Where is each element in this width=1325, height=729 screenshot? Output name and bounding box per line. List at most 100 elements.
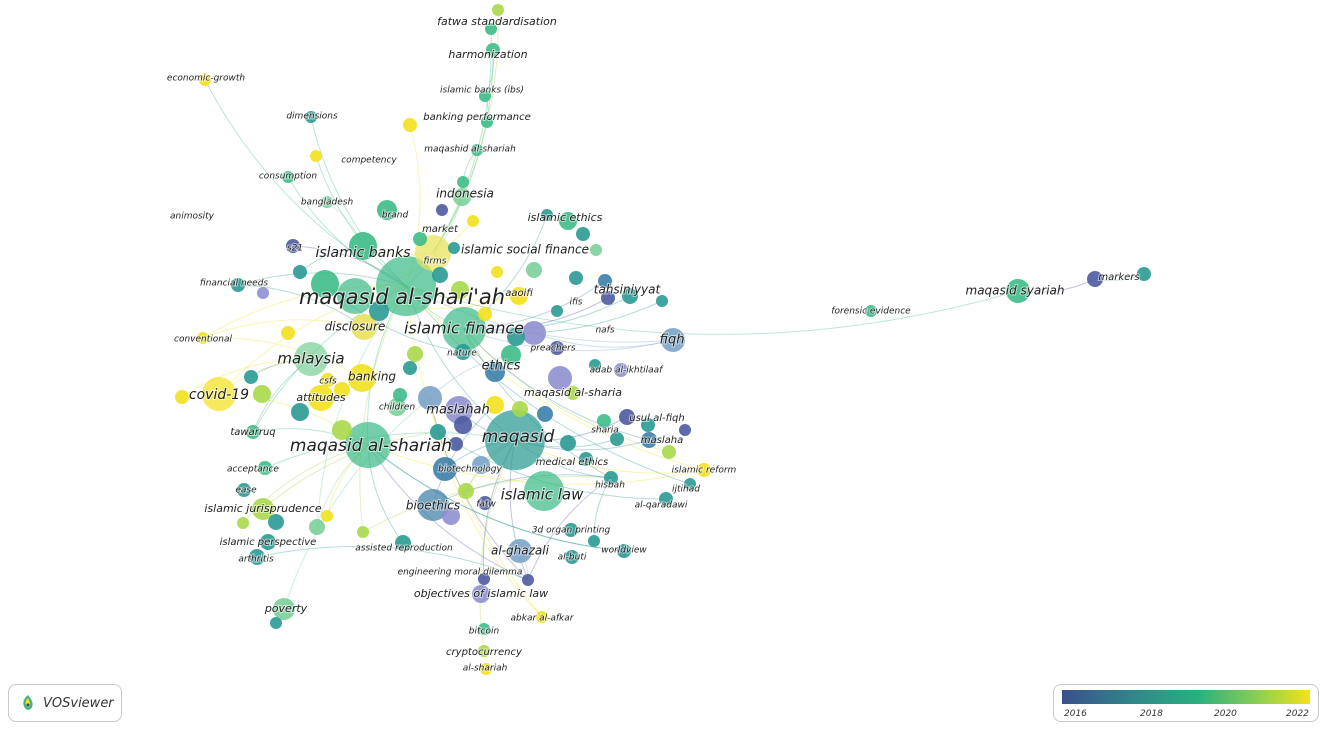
keyword-node[interactable]: [454, 416, 472, 434]
keyword-node[interactable]: [1137, 267, 1151, 281]
keyword-label[interactable]: 3d organ printing: [531, 525, 612, 537]
keyword-label[interactable]: ease: [234, 485, 258, 497]
keyword-label[interactable]: preachers: [528, 343, 576, 355]
keyword-label[interactable]: al-ghazali: [490, 543, 551, 559]
keyword-node[interactable]: [407, 346, 423, 362]
keyword-node[interactable]: [199, 74, 211, 86]
keyword-label[interactable]: biotechnology: [437, 464, 503, 476]
keyword-node[interactable]: [249, 549, 265, 565]
keyword-label[interactable]: nafs: [594, 325, 615, 337]
keyword-label[interactable]: islamic perspective: [219, 536, 318, 549]
keyword-node[interactable]: [432, 267, 448, 283]
keyword-node[interactable]: [537, 406, 553, 422]
keyword-label[interactable]: covid-19: [188, 386, 250, 404]
keyword-label[interactable]: ifis: [568, 297, 583, 309]
keyword-node[interactable]: [550, 341, 564, 355]
keyword-label[interactable]: tawarruq: [229, 426, 276, 439]
keyword-label[interactable]: fatw: [475, 499, 497, 511]
keyword-node[interactable]: [479, 90, 491, 102]
keyword-label[interactable]: firms: [423, 256, 448, 268]
keyword-node[interactable]: [485, 23, 497, 35]
keyword-node[interactable]: [291, 403, 309, 421]
keyword-node[interactable]: [321, 196, 333, 208]
keyword-node[interactable]: [524, 471, 564, 511]
keyword-node[interactable]: [597, 414, 611, 428]
keyword-node[interactable]: [579, 452, 593, 466]
keyword-label[interactable]: harmonization: [447, 47, 528, 62]
keyword-node[interactable]: [310, 150, 322, 162]
keyword-node[interactable]: [485, 410, 545, 470]
keyword-node[interactable]: [377, 200, 397, 220]
keyword-node[interactable]: [548, 366, 572, 390]
keyword-node[interactable]: [641, 432, 657, 448]
keyword-node[interactable]: [349, 232, 377, 260]
keyword-label[interactable]: disclosure: [324, 319, 387, 335]
keyword-label[interactable]: abkar al-afkar: [510, 613, 576, 625]
keyword-node[interactable]: [197, 332, 209, 344]
keyword-node[interactable]: [604, 471, 618, 485]
keyword-node[interactable]: [522, 574, 534, 586]
keyword-node[interactable]: [522, 321, 546, 345]
keyword-node[interactable]: [526, 262, 542, 278]
keyword-node[interactable]: [478, 307, 492, 321]
keyword-node[interactable]: [510, 287, 528, 305]
keyword-node[interactable]: [478, 645, 490, 657]
keyword-node[interactable]: [576, 227, 590, 241]
keyword-node[interactable]: [478, 623, 490, 635]
keyword-label[interactable]: islamic jurisprudence: [203, 501, 322, 516]
keyword-label[interactable]: competency: [340, 155, 398, 167]
keyword-node[interactable]: [237, 483, 251, 497]
keyword-node[interactable]: [478, 496, 492, 510]
keyword-node[interactable]: [388, 398, 406, 416]
keyword-label[interactable]: conventional: [173, 334, 233, 346]
keyword-label[interactable]: ijtihad: [671, 484, 701, 496]
keyword-node[interactable]: [305, 111, 317, 123]
keyword-node[interactable]: [293, 265, 307, 279]
keyword-node[interactable]: [436, 204, 448, 216]
keyword-node[interactable]: [258, 461, 272, 475]
keyword-label[interactable]: maqashid al-shariah: [423, 144, 517, 156]
keyword-label[interactable]: worldview: [600, 545, 648, 557]
keyword-node[interactable]: [455, 344, 471, 360]
keyword-label[interactable]: al-shariah: [462, 663, 509, 675]
keyword-node[interactable]: [332, 420, 352, 440]
keyword-node[interactable]: [393, 388, 407, 402]
keyword-label[interactable]: maqasid syariah: [965, 283, 1066, 299]
keyword-node[interactable]: [458, 483, 474, 499]
keyword-node[interactable]: [865, 305, 877, 317]
keyword-node[interactable]: [481, 116, 493, 128]
keyword-node[interactable]: [1087, 271, 1103, 287]
keyword-label[interactable]: cryptocurrency: [445, 646, 524, 659]
keyword-label[interactable]: engineering moral dilemma: [397, 567, 524, 579]
keyword-node[interactable]: [564, 523, 578, 537]
keyword-node[interactable]: [619, 409, 635, 425]
keyword-label[interactable]: assisted reproduction: [354, 543, 454, 555]
keyword-node[interactable]: [697, 463, 711, 477]
keyword-node[interactable]: [565, 550, 579, 564]
keyword-node[interactable]: [337, 278, 373, 314]
keyword-node[interactable]: [253, 385, 271, 403]
keyword-node[interactable]: [457, 176, 469, 188]
keyword-node[interactable]: [294, 342, 328, 376]
keyword-node[interactable]: [588, 535, 600, 547]
keyword-node[interactable]: [417, 489, 449, 521]
keyword-label[interactable]: islamic ethics: [527, 210, 604, 225]
keyword-node[interactable]: [442, 307, 486, 351]
keyword-label[interactable]: poverty: [263, 601, 309, 616]
keyword-node[interactable]: [598, 274, 612, 288]
keyword-node[interactable]: [480, 663, 492, 675]
keyword-node[interactable]: [471, 144, 483, 156]
keyword-label[interactable]: fiqh: [659, 332, 686, 349]
keyword-label[interactable]: csfs: [318, 376, 338, 388]
keyword-node[interactable]: [351, 314, 377, 340]
keyword-node[interactable]: [541, 209, 553, 221]
keyword-label[interactable]: consumption: [258, 171, 319, 183]
keyword-node[interactable]: [486, 43, 500, 57]
keyword-label[interactable]: financial needs: [199, 278, 270, 290]
keyword-label[interactable]: economic-growth: [166, 73, 246, 85]
keyword-node[interactable]: [492, 4, 504, 16]
keyword-label[interactable]: hisbah: [594, 480, 626, 492]
keyword-node[interactable]: [467, 215, 479, 227]
keyword-node[interactable]: [679, 424, 691, 436]
